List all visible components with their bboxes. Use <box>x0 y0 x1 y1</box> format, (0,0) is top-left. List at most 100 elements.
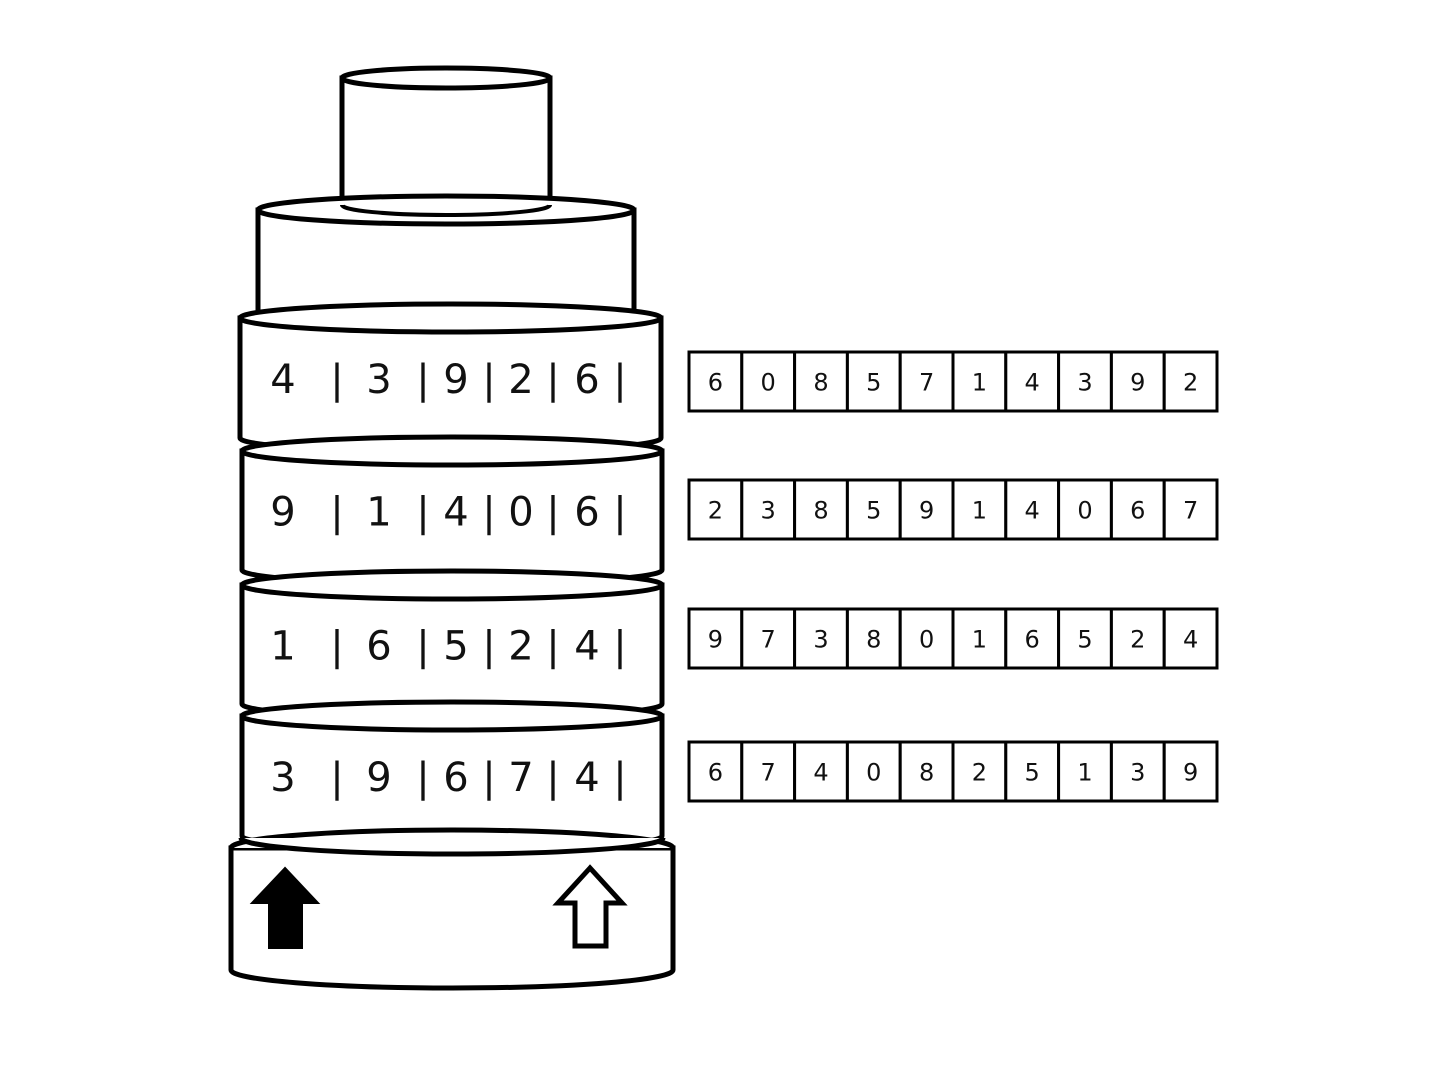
ring-digit: 3 <box>270 755 295 801</box>
strip-digit: 9 <box>919 497 934 525</box>
strip-digit: 3 <box>813 626 828 654</box>
strip-cell <box>1057 478 1113 541</box>
ring-digit: 9 <box>366 755 391 801</box>
strip-cell <box>1057 740 1113 803</box>
strip-cell <box>898 607 955 670</box>
strip-cell <box>1004 607 1061 670</box>
ring-separator: | <box>416 357 429 403</box>
ring-digit: 9 <box>443 357 468 403</box>
ring-digit: 0 <box>508 490 533 536</box>
strip-digit: 3 <box>1077 369 1092 397</box>
strip-cell <box>740 478 797 541</box>
ring-separator: | <box>330 624 343 670</box>
strip-digit: 4 <box>1025 497 1040 525</box>
ring-separator: | <box>330 490 343 536</box>
ring-digit: 6 <box>574 357 599 403</box>
ring-digit: 3 <box>366 357 391 403</box>
arrow-up-filled-icon <box>249 866 321 949</box>
ring-digit: 4 <box>574 624 599 670</box>
ring-digit: 1 <box>270 624 295 670</box>
strip-cell <box>1057 607 1113 670</box>
strip-cell <box>898 350 955 413</box>
strip-cell <box>687 607 744 670</box>
ring-separator: | <box>546 624 559 670</box>
ring-1[interactable]: 4|3|9|2|6| <box>237 301 664 455</box>
ring-digit: 9 <box>270 490 295 536</box>
ring-separator: | <box>416 490 429 536</box>
ring-separator: | <box>613 624 626 670</box>
strip-cell <box>740 350 797 413</box>
ring-digit: 4 <box>574 755 599 801</box>
strip-cell <box>951 740 1008 803</box>
strip-digit: 8 <box>866 626 881 654</box>
strip-digit: 2 <box>708 497 723 525</box>
strip-digit: 7 <box>761 759 776 787</box>
strip-digit: 1 <box>972 626 987 654</box>
arrow-up-outline-icon <box>552 864 628 949</box>
ring-digit: 4 <box>443 490 468 536</box>
ring-2[interactable]: 9|1|4|0|6| <box>239 434 665 587</box>
base <box>228 827 676 991</box>
ring-separator: | <box>482 624 495 670</box>
ring-separator: | <box>482 357 495 403</box>
strip-digit: 3 <box>1130 759 1145 787</box>
strip-cell <box>1109 350 1166 413</box>
strip-digit: 0 <box>1077 497 1092 525</box>
strip-cell <box>951 350 1008 413</box>
ring-separator: | <box>330 755 343 801</box>
ring-digit: 5 <box>443 624 468 670</box>
strip-cell <box>845 740 902 803</box>
ring-3[interactable]: 1 | 6 | 5 | 2 | 4 | <box>239 568 665 721</box>
strip-digit: 0 <box>761 369 776 397</box>
strip-digit: 3 <box>761 497 776 525</box>
strip-digit: 1 <box>1077 759 1092 787</box>
ring-digit: 7 <box>508 755 533 801</box>
top-cap <box>339 65 553 218</box>
strip-digit: 8 <box>919 759 934 787</box>
strip-digit: 9 <box>708 626 723 654</box>
strip-cell <box>845 607 902 670</box>
strip-digit: 9 <box>1130 369 1145 397</box>
ring-separator: | <box>416 755 429 801</box>
ring-separator: | <box>482 755 495 801</box>
strip-cell <box>951 478 1008 541</box>
strip-digit: 5 <box>1077 626 1092 654</box>
ring-separator: | <box>613 357 626 403</box>
strip-digit: 5 <box>866 369 881 397</box>
strip-digit: 0 <box>919 626 934 654</box>
strip-cell <box>687 350 744 413</box>
strip-cell <box>793 740 849 803</box>
strip-digit: 1 <box>972 369 987 397</box>
ring-digit: 6 <box>366 624 391 670</box>
strip-digit: 7 <box>919 369 934 397</box>
strip-digit: 4 <box>1183 626 1198 654</box>
strip-digit: 7 <box>1183 497 1198 525</box>
strip-digit: 6 <box>708 369 723 397</box>
strip-digit: 2 <box>1183 369 1198 397</box>
strip-1: 6 0 8 5 7 1 4 3 9 2 <box>687 350 1219 413</box>
ring-digit: 6 <box>443 755 468 801</box>
strip-digit: 8 <box>813 369 828 397</box>
strip-digit: 8 <box>813 497 828 525</box>
ring-digit: 1 <box>366 490 391 536</box>
strip-digit: 0 <box>866 759 881 787</box>
strip-digit: 4 <box>1025 369 1040 397</box>
ring-digit: 2 <box>508 624 533 670</box>
strip-cell <box>1109 607 1166 670</box>
ring-digit: 6 <box>574 490 599 536</box>
ring-separator: | <box>416 624 429 670</box>
strip-digit: 4 <box>813 759 828 787</box>
strip-digit: 6 <box>708 759 723 787</box>
ring-separator: | <box>330 357 343 403</box>
ring-separator: | <box>546 490 559 536</box>
strip-digit: 9 <box>1183 759 1198 787</box>
strip-cell <box>793 350 849 413</box>
strip-digit: 6 <box>1130 497 1145 525</box>
strip-digit: 7 <box>761 626 776 654</box>
strip-digit: 6 <box>1025 626 1040 654</box>
strip-cell <box>1162 607 1219 670</box>
strip-cell <box>1162 740 1219 803</box>
